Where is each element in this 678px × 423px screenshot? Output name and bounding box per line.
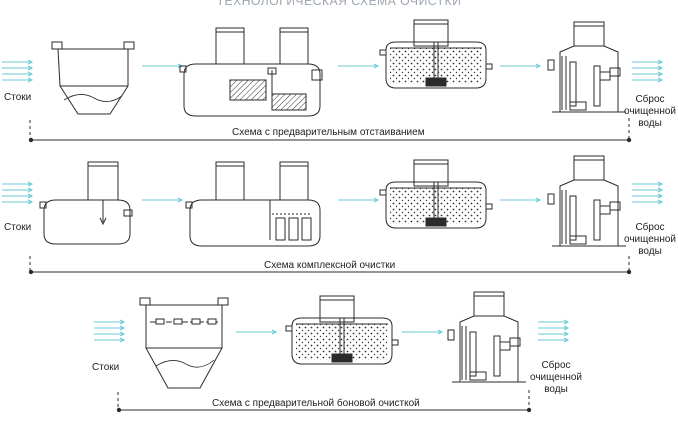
- biofilter-row1: [379, 19, 493, 89]
- inflow-arrows-row1: [1, 59, 33, 83]
- scheme-caption-2: Схема комплексной очистки: [264, 260, 396, 271]
- inflow-label-row3: Стоки: [92, 362, 120, 373]
- septic-tank-row2: [39, 161, 133, 245]
- outflow-label-row1: Сброс очищенной воды: [623, 94, 676, 129]
- tertiary-unit-row1: [547, 21, 627, 113]
- scheme-caption-1: Схема с предварительным отстаиванием: [232, 127, 425, 138]
- boom-separator-row3: [139, 297, 229, 389]
- diagram-title: ТЕХНОЛОГИЧЕСКАЯ СХЕМА ОЧИСТКИ: [216, 0, 462, 8]
- outflow-label-row2: Сброс очищенной воды: [623, 222, 676, 257]
- inflow-label-row2: Стоки: [4, 222, 32, 233]
- scheme-caption-3: Схема с предварительной боновой очисткой: [212, 398, 420, 409]
- biofilter-row3: [285, 295, 399, 365]
- tertiary-unit-row2: [547, 155, 627, 247]
- outflow-label-row3: Сброс очищенной воды: [529, 360, 582, 395]
- biofilter-row2: [379, 159, 493, 229]
- settling-tank-row1: [51, 41, 135, 115]
- filter-settler-row2: [185, 161, 321, 247]
- tertiary-unit-row3: [447, 291, 527, 383]
- horizontal-settler-row1: [179, 27, 323, 117]
- inflow-label-row1: Стоки: [4, 92, 32, 103]
